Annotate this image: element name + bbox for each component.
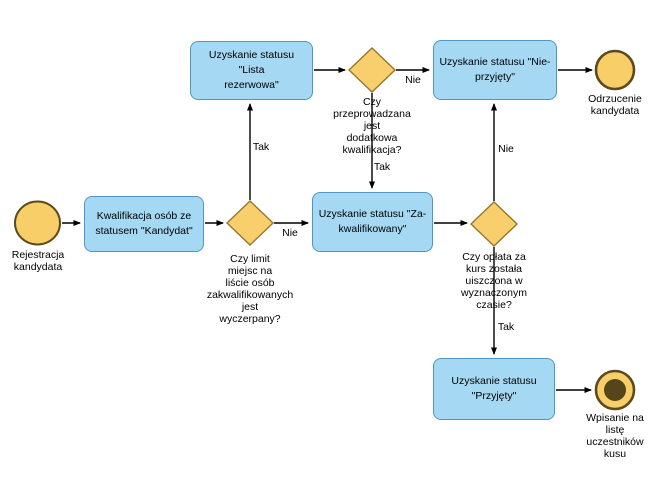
edge-label-limit-nie: Nie: [282, 227, 298, 239]
edge-label-dodatkowa-tak: Tak: [373, 161, 391, 173]
gateway-limit-diamond: [225, 200, 275, 246]
gateway-dodatkowa-diamond: [347, 47, 397, 93]
caption-end-odrzucenie: Odrzucenie kandydata: [588, 93, 642, 117]
caption-start-event: Rejestracja kandydata: [11, 249, 65, 273]
start-event-circle: [14, 200, 61, 246]
gateway-oplata-diamond: [469, 201, 519, 247]
caption-gateway-limit: Czy limit miejsc na liście osób zakwalif…: [206, 253, 294, 325]
edge-label-oplata-tak: Tak: [497, 321, 515, 333]
caption-gateway-oplata: Czy opłata za kurs została uiszczona w w…: [461, 251, 527, 311]
task-status-zakwalifikowany: Uzyskanie statusu "Za- kwalifikowany": [312, 192, 433, 252]
edge-label-oplata-nie: Nie: [498, 143, 514, 155]
caption-gateway-dodatkowa: Czy przeprowadzana jest dodatkowa kwalif…: [333, 96, 411, 156]
caption-end-wpisanie: Wpisanie na listę uczestników kusu: [586, 412, 644, 460]
task-status-nieprzyjety: Uzyskanie statusu "Nie- przyjęty": [433, 40, 557, 100]
edge-label-dodatkowa-nie: Nie: [405, 74, 421, 86]
task-status-lista-rezerwowa: Uzyskanie statusu "Lista rezerwowa": [190, 41, 313, 100]
end-event-odrzucenie-circle: [594, 49, 636, 91]
task-status-przyjety: Uzyskanie statusu "Przyjęty": [433, 358, 555, 420]
edge-label-limit-tak: Tak: [252, 141, 270, 153]
task-kwalifikacja-kandydat: Kwalifikacja osób ze statusem "Kandydat": [84, 196, 204, 252]
end-event-wpisanie-inner-dot: [604, 379, 626, 401]
